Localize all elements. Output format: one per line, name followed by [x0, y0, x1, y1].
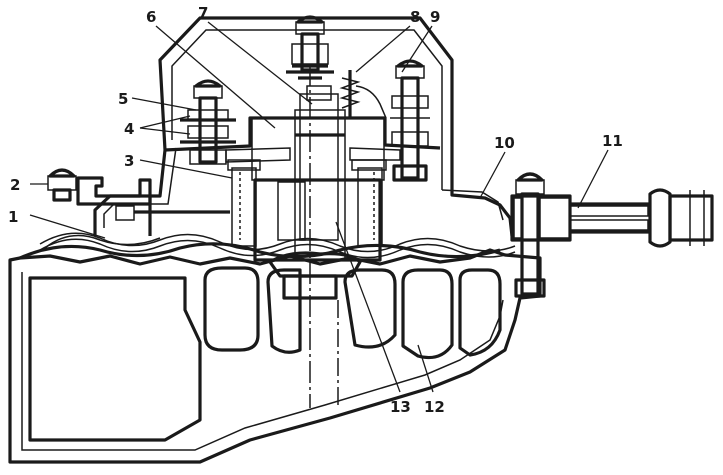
leader-lines — [29, 21, 609, 393]
left-bracket — [47, 168, 230, 236]
callout-10: 10 — [494, 134, 515, 152]
callout-6: 6 — [146, 8, 156, 26]
callout-13: 13 — [390, 398, 411, 416]
diaphragm — [39, 232, 516, 259]
callout-11: 11 — [602, 132, 623, 150]
callout-5: 5 — [118, 90, 128, 108]
callout-12: 12 — [424, 398, 445, 416]
callout-4: 4 — [124, 120, 134, 138]
callout-1: 1 — [8, 208, 18, 226]
top-adjusting-screw — [286, 15, 334, 80]
central-actuator — [227, 64, 387, 408]
callout-7: 7 — [198, 4, 208, 22]
callout-8: 8 — [410, 8, 420, 26]
callout-3: 3 — [124, 152, 134, 170]
right-stud — [390, 59, 430, 182]
left-stud — [180, 79, 401, 165]
lower-housing — [8, 234, 542, 464]
callout-2: 2 — [10, 176, 20, 194]
spring-assembly — [339, 70, 387, 119]
callout-9: 9 — [430, 8, 440, 26]
callout-labels: 1 2 3 4 5 6 7 8 9 10 11 12 13 — [8, 4, 623, 416]
right-connector — [510, 172, 714, 298]
